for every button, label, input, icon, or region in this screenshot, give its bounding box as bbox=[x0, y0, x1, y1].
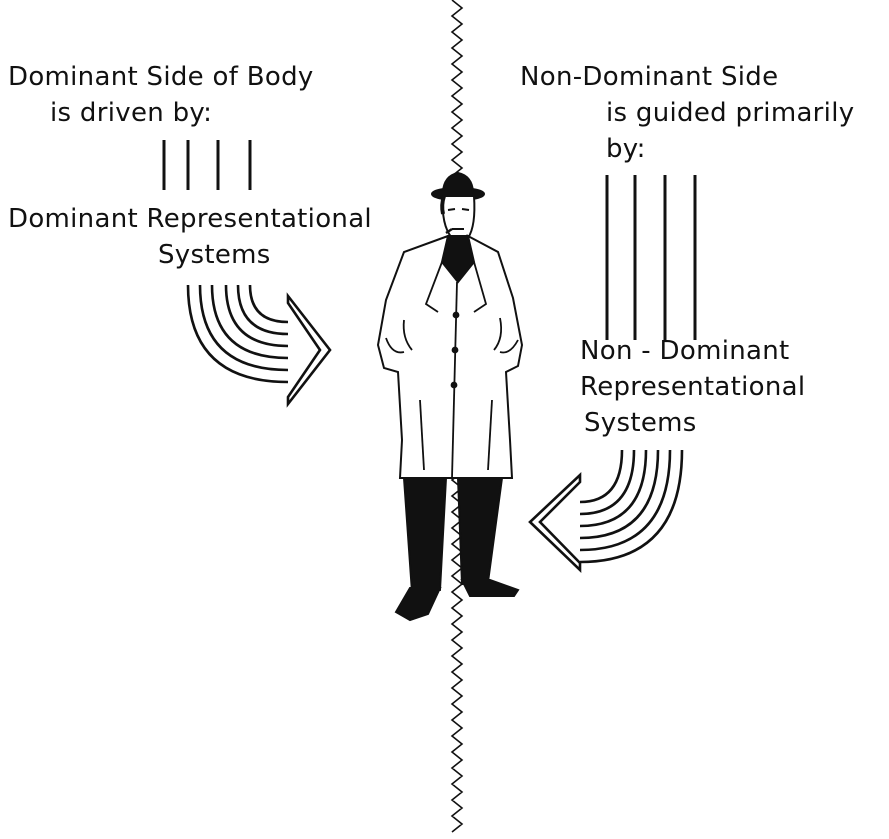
right-connector-lines bbox=[607, 175, 695, 340]
left-arrowhead bbox=[288, 296, 330, 404]
right-shoe bbox=[462, 580, 518, 596]
right-curved-arrow bbox=[530, 450, 682, 570]
right-system-label-3: Systems bbox=[584, 410, 697, 436]
face bbox=[442, 196, 474, 241]
right-system-label-2: Representational bbox=[580, 374, 805, 400]
man-figure bbox=[378, 173, 522, 620]
trousers-right bbox=[458, 478, 502, 584]
left-connector-lines bbox=[164, 140, 250, 190]
left-heading: Dominant Side of Body bbox=[8, 64, 314, 90]
right-heading: Non-Dominant Side bbox=[520, 64, 778, 90]
right-system-label: Non - Dominant bbox=[580, 338, 790, 364]
left-curved-arrow bbox=[188, 285, 330, 404]
right-subheading: is guided primarily bbox=[606, 100, 854, 126]
right-subheading-2: by: bbox=[606, 136, 646, 162]
trousers bbox=[404, 478, 446, 592]
left-system-label-2: Systems bbox=[158, 242, 271, 268]
left-system-label: Dominant Representational bbox=[8, 206, 372, 232]
left-shoe bbox=[396, 588, 440, 620]
coat bbox=[378, 236, 522, 478]
left-subheading: is driven by: bbox=[50, 100, 212, 126]
right-arrowhead bbox=[530, 475, 580, 570]
